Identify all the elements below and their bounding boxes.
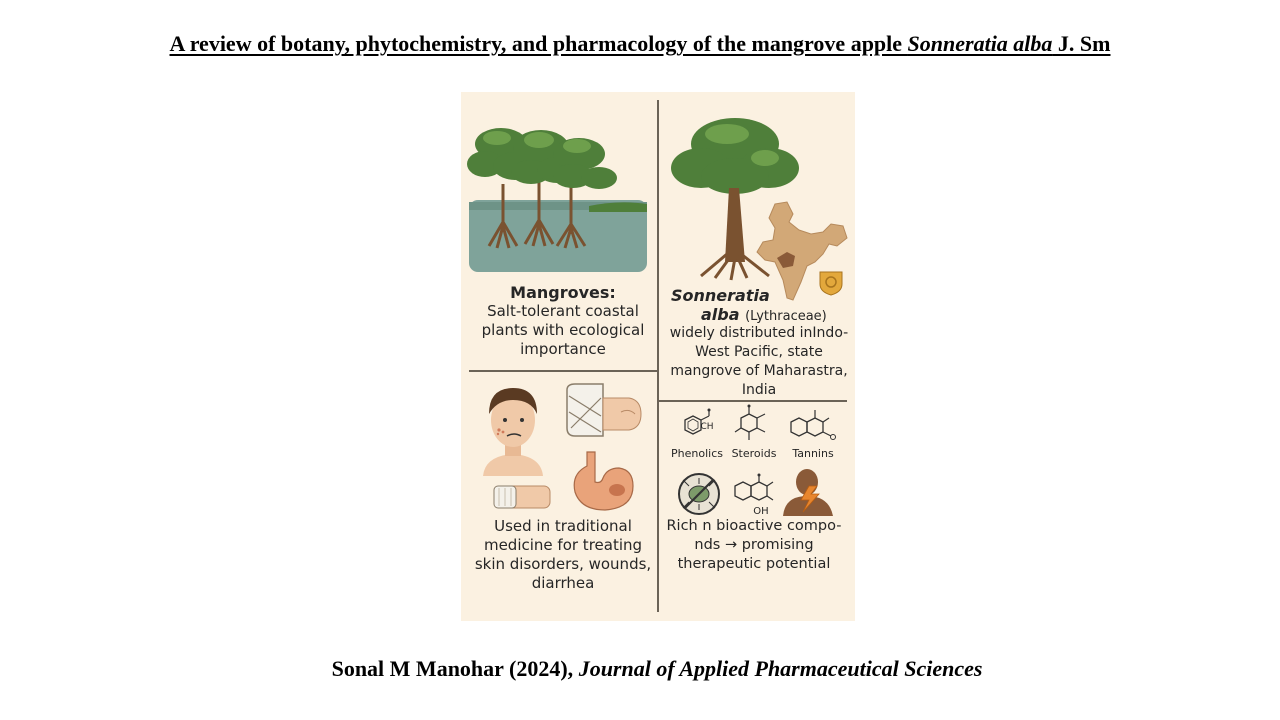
bioactive-text: Rich n bioactive compo- nds → promising … — [661, 517, 847, 574]
species-epithet: alba — [701, 305, 740, 324]
bioactive-line-3: therapeutic potential — [677, 556, 831, 572]
phenolics-structure-icon — [684, 408, 711, 435]
face-skin-disorder-icon — [483, 388, 543, 476]
compound-structure-icon — [734, 473, 774, 501]
oh-label: OH — [753, 506, 769, 517]
citation-journal: Journal of Applied Pharmaceutical Scienc… — [578, 656, 983, 681]
divider-right — [659, 400, 847, 402]
stomach-icon — [573, 451, 634, 511]
species-genus: Sonneratia — [671, 286, 770, 305]
citation: Sonal M Manohar (2024), Journal of Appli… — [0, 656, 1280, 682]
phenolics-label: Phenolics — [671, 447, 723, 460]
bandaged-arm-icon — [566, 383, 642, 437]
steroids-label: Steroids — [731, 447, 777, 460]
divider-vertical — [657, 100, 659, 612]
tannins-label: Tannins — [792, 447, 834, 460]
ch-group-label: CH — [700, 422, 714, 432]
title-author: J. Sm — [1052, 31, 1111, 56]
antimicrobial-icon — [678, 473, 720, 515]
citation-author: Sonal M Manohar (2024), — [331, 656, 579, 681]
india-map-icon — [756, 201, 848, 301]
mangroves-heading: Mangroves: — [510, 283, 616, 302]
bandage-icon — [493, 485, 551, 509]
graphical-abstract: Mangroves: Salt-tolerant coastal plants … — [461, 92, 855, 621]
tannins-structure-icon — [790, 410, 836, 440]
title-main: A review of botany, phytochemistry, and … — [169, 31, 908, 56]
mangroves-description: Mangroves: Salt-tolerant coastal plants … — [469, 283, 657, 359]
sonneratia-tree-illustration — [671, 118, 799, 281]
divider-left — [469, 370, 657, 372]
slide-title: A review of botany, phytochemistry, and … — [0, 31, 1280, 57]
mangroves-text: Salt-tolerant coastal plants with ecolog… — [481, 302, 645, 358]
emblem-icon — [819, 271, 843, 296]
bioactive-line-2: nds → promising — [694, 537, 814, 553]
distribution-text: widely distributed inIndo-West Pacific, … — [669, 325, 849, 398]
bioactive-line-1: Rich n bioactive compo- — [666, 518, 842, 534]
steroids-structure-icon — [734, 404, 766, 440]
species-heading: Sonneratia alba (Lythraceae) — [671, 286, 827, 326]
medicine-text: Used in traditional medicine for treatin… — [474, 517, 652, 592]
species-family: (Lythraceae) — [745, 309, 827, 324]
mangrove-illustration — [467, 128, 647, 272]
title-species: Sonneratia alba — [907, 31, 1053, 56]
patient-pain-icon — [783, 469, 833, 516]
